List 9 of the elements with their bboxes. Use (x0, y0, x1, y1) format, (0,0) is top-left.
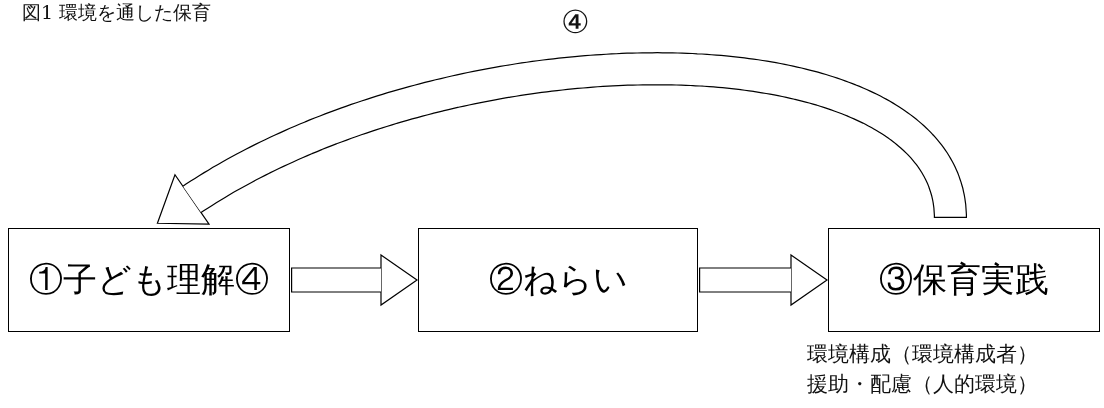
process-box (828, 228, 1100, 332)
process-box (418, 228, 698, 332)
note-text: 環境構成（環境構成者） (807, 341, 1038, 368)
box-label: ①子ども理解④ (29, 258, 269, 301)
figure-title: 図1 環境を通した保育 (22, 0, 212, 25)
box-label: ②ねらい (488, 258, 628, 301)
box-label: ③保育実践 (879, 258, 1049, 301)
process-box (8, 228, 290, 332)
note-text: 援助・配慮（人的環境） (807, 371, 1038, 398)
